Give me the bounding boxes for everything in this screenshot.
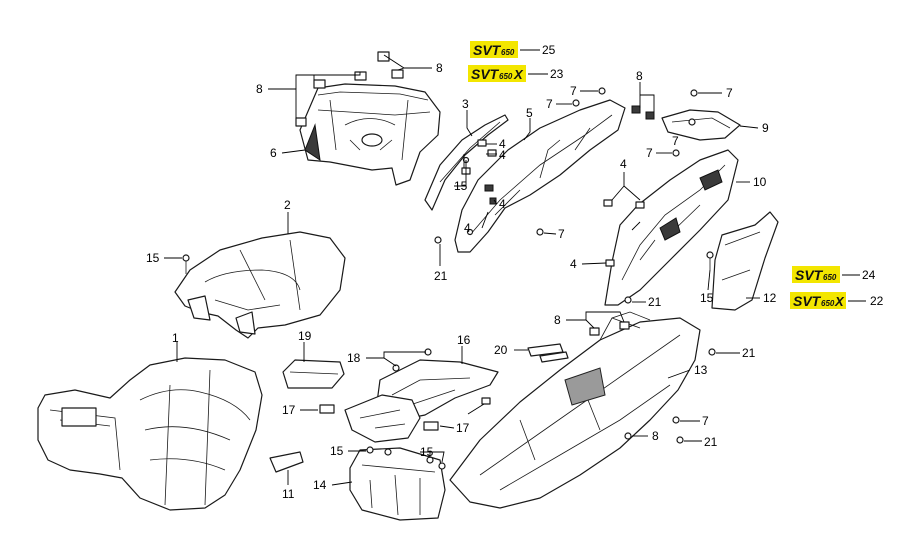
badge-suffix-text: X [513, 67, 524, 82]
callout-18: 18 [347, 351, 361, 365]
callout-7: 7 [546, 97, 553, 111]
callout-12: 12 [763, 291, 777, 305]
callout-10: 10 [753, 175, 767, 189]
callout-7: 7 [702, 414, 709, 428]
callout-7: 7 [570, 84, 577, 98]
leader-lines [164, 49, 866, 486]
callout-7: 7 [646, 146, 653, 160]
badge-sub-text: 650 [821, 299, 835, 308]
callout-9: 9 [762, 121, 769, 135]
callout-8: 8 [636, 69, 643, 83]
callout-6: 6 [270, 146, 277, 160]
part-6-rear-carrier [299, 83, 441, 186]
callout-21: 21 [704, 435, 718, 449]
badge-sub-text: 650 [501, 48, 515, 57]
part-2-pillion-seat [174, 231, 346, 339]
callout-25: 25 [542, 43, 556, 57]
callout-21: 21 [742, 346, 756, 360]
badge-sub-text: 650 [823, 273, 837, 282]
callout-4: 4 [499, 148, 506, 162]
part-3-side-rail [424, 114, 509, 211]
part-1-rider-seat [37, 357, 263, 511]
callout-15: 15 [330, 444, 344, 458]
callout-1: 1 [172, 331, 179, 345]
badge-sub-text: 650 [499, 72, 513, 81]
callout-4: 4 [499, 137, 506, 151]
part-13-rear-fender [449, 311, 701, 509]
part-18-box-holder [344, 394, 421, 443]
callout-4: 4 [620, 157, 627, 171]
callout-20: 20 [494, 343, 508, 357]
part-9-bracket [631, 105, 741, 141]
callout-5: 5 [526, 106, 533, 120]
callout-13: 13 [694, 363, 708, 377]
callout-8: 8 [256, 82, 263, 96]
callout-15: 15 [146, 251, 160, 265]
part-10-right-side-panel [604, 149, 739, 306]
callout-21: 21 [648, 295, 662, 309]
callout-11: 11 [282, 487, 295, 501]
callout-22: 22 [870, 294, 884, 308]
callout-24: 24 [862, 268, 876, 282]
callout-8: 8 [554, 313, 561, 327]
fasteners [182, 87, 716, 470]
badge-24-svt650: SVT 650 [792, 266, 840, 283]
callout-8: 8 [436, 61, 443, 75]
part-17-small-pads [319, 404, 439, 431]
badge-main-text: SVT [473, 42, 502, 58]
part-20-stickers [527, 343, 569, 363]
badge-suffix-text: X [834, 294, 845, 309]
badge-main-text: SVT [471, 66, 500, 82]
callout-15: 15 [454, 179, 468, 193]
callout-17: 17 [282, 403, 296, 417]
callout-7: 7 [672, 134, 679, 148]
badge-25-svt650: SVT 650 [470, 41, 518, 58]
callout-14: 14 [313, 478, 327, 492]
part-11-strap [269, 451, 304, 473]
callout-4: 4 [570, 257, 577, 271]
callout-17: 17 [456, 421, 470, 435]
callout-19: 19 [298, 329, 312, 343]
part-12-side-cover [711, 211, 779, 311]
callout-8: 8 [652, 429, 659, 443]
callout-15: 15 [700, 291, 714, 305]
callout-4: 4 [499, 197, 506, 211]
callout-16: 16 [457, 333, 471, 347]
callout-4: 4 [464, 221, 471, 235]
callout-2: 2 [284, 198, 291, 212]
part-5-left-side-panel [454, 99, 626, 253]
callout-7: 7 [558, 227, 565, 241]
badge-main-text: SVT [793, 293, 822, 309]
callout-15: 15 [420, 445, 434, 459]
part-19-pad [282, 359, 345, 389]
callout-21: 21 [434, 269, 448, 283]
badge-23-svt650x: SVT 650 X [468, 65, 526, 82]
part-8-clips-top [295, 51, 404, 127]
callout-7: 7 [726, 86, 733, 100]
callout-23: 23 [550, 67, 564, 81]
callout-numbers: 1 2 3 4 4 4 4 4 4 5 6 7 7 7 7 7 7 7 8 8 … [146, 43, 884, 501]
part-14-storage-box [349, 447, 446, 521]
badge-main-text: SVT [795, 267, 824, 283]
badge-22-svt650x: SVT 650 X [790, 292, 846, 309]
callout-3: 3 [462, 97, 469, 111]
